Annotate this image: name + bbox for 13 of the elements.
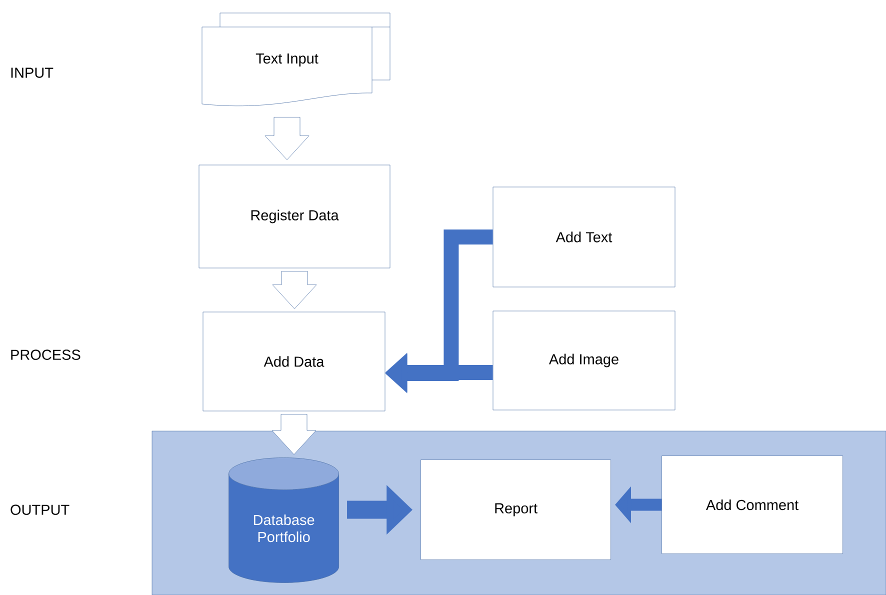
stage-label: INPUT	[11, 68, 54, 78]
process-box: Register Data	[198, 164, 390, 268]
process-box: Add Text	[492, 186, 676, 288]
stage-label: PROCESS	[11, 350, 80, 360]
process-box: Add Data	[202, 312, 386, 412]
report-box: Report	[420, 460, 611, 560]
block-arrow	[264, 117, 310, 160]
database-cylinder: Database Portfolio	[228, 458, 339, 583]
block-arrow	[272, 271, 317, 309]
process-box: Add Image	[492, 310, 676, 410]
stage-label: OUTPUT	[10, 504, 70, 515]
process-box: Add Comment	[662, 456, 843, 554]
block-arrow	[272, 414, 316, 455]
